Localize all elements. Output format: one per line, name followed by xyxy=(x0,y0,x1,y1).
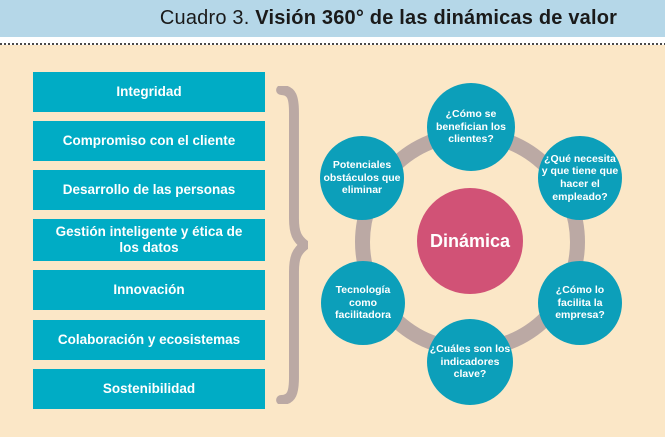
wheel-node-obstaculos: Potenciales obstáculos que eliminar xyxy=(320,136,404,220)
wheel-node-label: ¿Cómo se benefician los clientes? xyxy=(435,108,507,146)
pillar-integridad: Integridad xyxy=(33,72,265,112)
pillar-label: Innovación xyxy=(113,281,185,297)
pillar-label: Gestión inteligente y ética de los datos xyxy=(55,223,243,255)
wheel-node-label: ¿Cuáles son los indicadores clave? xyxy=(429,343,511,381)
title-bottom-dashed-divider xyxy=(0,43,665,45)
curly-brace-icon xyxy=(276,86,308,404)
pillar-desarrollo-personas: Desarrollo de las personas xyxy=(33,170,265,210)
pillar-innovacion: Innovación xyxy=(33,270,265,310)
wheel-node-empresa: ¿Cómo lo facilita la empresa? xyxy=(538,261,622,345)
pillar-compromiso-cliente: Compromiso con el cliente xyxy=(33,121,265,161)
wheel-node-indicadores: ¿Cuáles son los indicadores clave? xyxy=(427,319,513,405)
pillar-colaboracion-ecosistemas: Colaboración y ecosistemas xyxy=(33,320,265,360)
page-title-prefix: Cuadro 3. xyxy=(159,7,250,29)
wheel-node-tecnologia: Tecnología como facilitadora xyxy=(321,261,405,345)
wheel-center-label: Dinámica xyxy=(429,230,511,251)
pillar-sostenibilidad: Sostenibilidad xyxy=(33,369,265,409)
wheel-node-label: Tecnología como facilitadora xyxy=(334,284,392,322)
pillar-gestion-datos: Gestión inteligente y ética de los datos xyxy=(33,219,265,261)
wheel-center-hub: Dinámica xyxy=(417,188,523,294)
pillar-label: Sostenibilidad xyxy=(102,380,196,396)
wheel-node-label: Potenciales obstáculos que eliminar xyxy=(323,159,401,197)
page-title: Cuadro 3. Visión 360° de las dinámicas d… xyxy=(160,7,617,30)
wheel-node-clientes: ¿Cómo se benefician los clientes? xyxy=(427,83,515,171)
pillar-label: Desarrollo de las personas xyxy=(62,181,236,197)
wheel-node-label: ¿Qué necesita y que tiene que hacer el e… xyxy=(541,152,619,203)
pillar-label: Integridad xyxy=(116,83,182,99)
title-bar: Cuadro 3. Visión 360° de las dinámicas d… xyxy=(0,0,665,37)
wheel-node-label: ¿Cómo lo facilita la empresa? xyxy=(555,284,605,322)
page-title-main: Visión 360° de las dinámicas de valor xyxy=(255,7,618,29)
pillar-label: Compromiso con el cliente xyxy=(62,132,236,148)
wheel-node-empleado: ¿Qué necesita y que tiene que hacer el e… xyxy=(538,136,622,220)
pillar-label: Colaboración y ecosistemas xyxy=(57,331,241,347)
